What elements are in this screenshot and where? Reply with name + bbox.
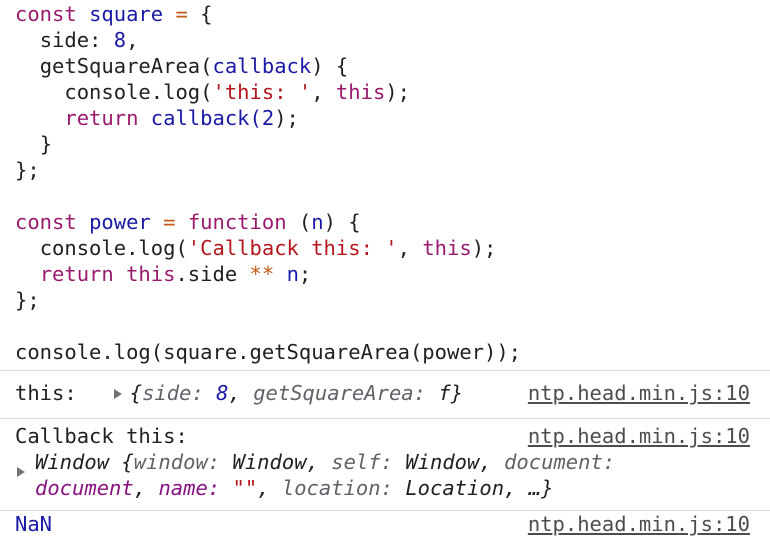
operator: ** <box>249 262 275 286</box>
keyword: const <box>15 210 77 234</box>
code-line-9: console.log('Callback this: ', this); <box>15 235 497 261</box>
code-line-1: const square = { <box>15 1 213 27</box>
number: 2 <box>261 106 275 130</box>
keyword: return <box>39 262 114 286</box>
object-value: 8 <box>216 381 229 405</box>
object-key: getSquareArea: <box>253 381 426 405</box>
punct: } <box>450 381 464 405</box>
object-value: Location, …} <box>405 476 554 500</box>
punct: ) { <box>311 54 349 78</box>
code-line-3: getSquareArea(callback) { <box>15 53 349 79</box>
string: 'this: ' <box>212 80 312 104</box>
expand-triangle-icon[interactable] <box>17 467 25 477</box>
console-input: console.log(square.getSquareArea(power))… <box>15 340 522 364</box>
property: side: <box>39 28 102 52</box>
object-key: name: <box>158 476 221 500</box>
punct: ; <box>298 262 312 286</box>
param: n <box>286 262 299 286</box>
console-message-3: NaN ntp.head.min.js:10 <box>0 510 770 539</box>
punct: ) { <box>323 210 361 234</box>
keyword: this <box>335 80 386 104</box>
object-preview-line-1[interactable]: Window {window: Window, self: Window, do… <box>35 449 615 475</box>
property: .side <box>175 262 238 286</box>
punct: }; <box>15 158 40 182</box>
param: callback <box>212 54 312 78</box>
object-key: location: <box>281 476 393 500</box>
code-line-10: return this.side ** n; <box>15 261 312 287</box>
object-value: f <box>438 381 451 405</box>
identifier: power <box>89 210 151 234</box>
operator: = <box>175 2 188 26</box>
punct: , <box>126 28 139 52</box>
call: console.log( <box>64 80 213 104</box>
keyword: this <box>126 262 176 286</box>
object-key: side: <box>142 381 204 405</box>
punct: , <box>228 381 241 405</box>
object-key: window: <box>133 450 221 474</box>
code-line-7: }; <box>15 157 40 183</box>
code-line-12: console.log(square.getSquareArea(power))… <box>15 339 521 365</box>
object-key: document: <box>504 450 616 474</box>
console-message-1: this: {side: 8, getSquareArea: f} ntp.he… <box>0 370 770 419</box>
keyword: this <box>422 236 472 260</box>
code-line-5: return callback(2); <box>15 105 299 131</box>
punct: ( <box>298 210 312 234</box>
param: n <box>311 210 324 234</box>
number: 8 <box>113 28 127 52</box>
operator: = <box>163 210 176 234</box>
punct: , <box>311 80 324 104</box>
punct: , <box>257 476 270 500</box>
object-value: "" <box>232 476 258 500</box>
log-row: this: {side: 8, getSquareArea: f} <box>15 380 463 406</box>
log-label: Callback this: <box>15 424 188 448</box>
source-link[interactable]: ntp.head.min.js:10 <box>527 424 750 448</box>
object-value: Window, <box>232 450 319 474</box>
expand-triangle-icon[interactable] <box>113 389 122 399</box>
punct: , <box>397 236 410 260</box>
punct: ); <box>274 106 299 130</box>
code-line-2: side: 8, <box>15 27 139 53</box>
punct: ); <box>471 236 497 260</box>
object-class: Window { <box>35 450 134 474</box>
keyword: const <box>15 2 77 26</box>
object-key: self: <box>331 450 393 474</box>
call: callback( <box>150 106 262 130</box>
punct: { <box>129 381 143 405</box>
code-line-4: console.log('this: ', this); <box>15 79 410 105</box>
source-link[interactable]: ntp.head.min.js:10 <box>527 512 750 536</box>
brace: { <box>200 2 213 26</box>
object-preview-line-2[interactable]: document, name: "", location: Location, … <box>35 475 553 501</box>
source-link[interactable]: ntp.head.min.js:10 <box>527 381 750 405</box>
punct: }; <box>15 288 40 312</box>
keyword: function <box>187 210 287 234</box>
keyword: return <box>64 106 139 130</box>
punct: } <box>39 132 53 156</box>
string: 'Callback this: ' <box>187 236 398 260</box>
identifier: square <box>89 2 164 26</box>
return-value: NaN <box>15 512 53 536</box>
object-value: document <box>35 476 134 500</box>
code-line-11: }; <box>15 287 40 313</box>
call: console.log( <box>39 236 188 260</box>
object-preview[interactable]: {side: 8, getSquareArea: f} <box>130 381 463 405</box>
object-value: Window, <box>405 450 492 474</box>
console-message-2: Callback this: ntp.head.min.js:10 Window… <box>0 418 770 511</box>
punct: , <box>133 476 147 500</box>
method-name: getSquareArea( <box>39 54 213 78</box>
log-label: this: <box>15 381 77 405</box>
code-line-8: const power = function (n) { <box>15 209 361 235</box>
punct: ); <box>385 80 410 104</box>
code-line-6: } <box>15 131 52 157</box>
